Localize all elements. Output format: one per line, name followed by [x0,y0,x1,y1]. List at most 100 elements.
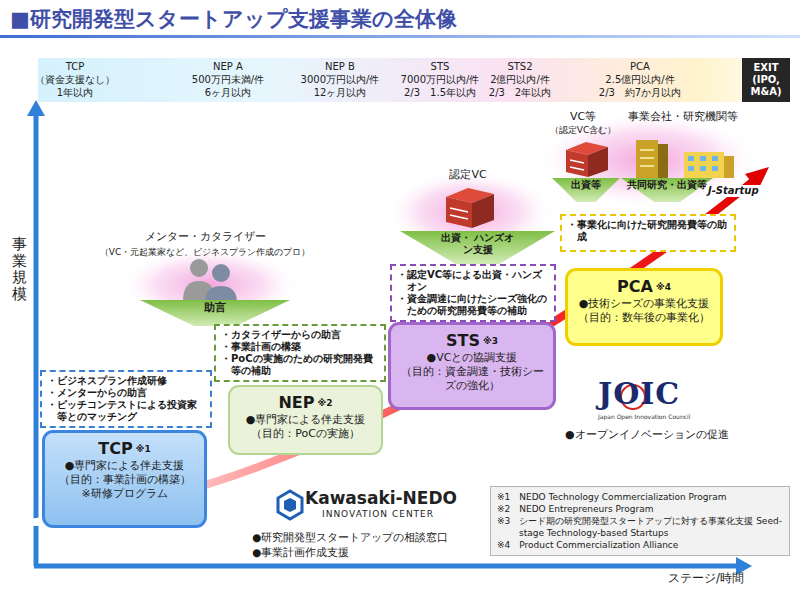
bullet-item: ・事業化に向けた研究開発費等の助成 [567,219,729,243]
box-body: ※研修プログラム [51,487,198,501]
stage-label: 2/3 1.5年以内 [404,87,476,99]
support-list-box: ・ビジネスプラン作成研修・メンターからの助言・ピッチコンテストによる投資家等との… [40,370,212,428]
support-list-box: ・認定VC等による出資・ハンズオン・資金調達に向けたシーズ強化のための研究開発費… [390,264,556,322]
diagram-label: 事業会社・研究機関等 [628,110,738,124]
building-icon [566,142,608,177]
box-heading: PCA [617,277,653,296]
diagram-label: INNOVATION CENTER [322,509,434,520]
box-heading-line: STS※3 [397,331,547,351]
box-body: （目的：事業計画の構築） [51,473,198,487]
flow-funnel: 出資等 [552,178,620,202]
diagram-label: Kawasaki-NEDO [305,488,457,508]
funnel-label: 助言 [140,301,290,314]
bullet-item: ・ビジネスプラン作成研修 [47,375,205,387]
person-icon [183,259,237,303]
diagram-label: （認定VC含む） [550,124,616,136]
box-body: ●VCとの協調支援 [397,351,547,365]
diagram-label: 事業規模 [12,236,27,302]
box-body: ●専門家による伴走支援 [236,413,375,427]
box-body: （目的：数年後の事業化） [574,311,714,325]
box-body: （目的：PoCの実施） [236,427,375,441]
footnote-ref: ※1 [136,444,151,454]
stage-label: 6ヶ月以内 [205,87,251,99]
diagram-label: ●事業計画作成支援 [252,545,349,559]
diagram-label: JOIC [598,377,680,411]
page-title: ■研究開発型スタートアップ支援事業の全体像 [10,5,457,33]
support-list-box: ・カタライザーからの助言・事業計画の構築・PoCの実施のための研究開発費等の補助 [214,324,386,382]
lab-icon [684,152,734,178]
diagram-label: メンター・カタライザー [145,230,266,244]
stage-band: TCP（資金支援なし）1年以内 NEP A500万円未満/件6ヶ月以内 NEP B3… [38,58,793,102]
footnote-line: ※3 シード期の研究開発型スタートアップに対する事業化支援 Seed-stage… [497,515,783,539]
box-heading: NEP [278,393,314,412]
diagram-label: VC等 [570,110,596,124]
stage-label: STS2 [507,61,532,73]
stage-label: TCP [66,61,85,73]
diagram-label: Japan Open Innovation Council [598,413,690,421]
building-icon [446,188,494,228]
bullet-item: ・ピッチコンテストによる投資家等とのマッチング [47,399,205,423]
program-box: STS※3●VCとの協調支援（目的：資金調達・技術シーズの強化） [388,322,556,410]
box-heading-line: PCA※4 [574,277,714,297]
diagram-label: ●オープンイノベーションの促進 [565,428,729,442]
exit-label: M&A) [742,86,790,98]
stage-label: 2.5億円以内/件 [605,74,674,86]
flow-funnel: 共同研究・出資等 [621,178,713,202]
box-body: ●専門家による伴走支援 [51,459,198,473]
box-heading: TCP [98,439,132,458]
diagram-label: J-Startup [706,185,761,197]
flow-funnel: 出資・ ハンズオン支援 [400,231,555,264]
bullet-item: ・事業計画の構築 [221,341,379,353]
stage-label: 3000万円以内/件 [301,74,380,86]
bullet-item: ・認定VC等による出資・ハンズオン [397,269,549,293]
program-box: PCA※4●技術シーズの事業化支援（目的：数年後の事業化） [565,268,723,346]
exit-label: (IPO, [742,74,790,86]
stage-label: 500万円未満/件 [192,74,264,86]
tower-icon [636,140,668,178]
stage-label: STS [431,61,450,73]
diagram-label: ステージ/時間 [668,571,744,586]
box-heading-line: TCP ※1 [51,439,198,459]
box-heading: STS [446,331,480,350]
stage-label: 1年以内 [57,87,93,99]
support-list-box: ・事業化に向けた研究開発費等の助成 [560,214,736,252]
glow [120,247,300,323]
stage-label: NEP B [325,61,355,73]
footnote-ref: ※4 [656,282,671,292]
exit-label: EXIT [742,62,790,74]
diagram-label: ●研究開発型スタートアップの相談窓口 [252,530,448,544]
stage-label: 2億円以内/件 [490,74,550,86]
footnote-ref: ※2 [318,398,333,408]
exit-box: EXIT(IPO,M&A) [742,58,790,102]
stage-label: 2/3 2年以内 [489,87,551,99]
logo-mark [278,491,302,519]
glow [536,112,760,208]
bullet-item: ・メンターからの助言 [47,387,205,399]
bullet-item: ・資金調達に向けたシーズ強化のための研究開発費等の補助 [397,293,549,317]
diagram-label: （VC・元起業家など、ビジネスプラン作成のプロ） [100,246,310,258]
flow-funnel: 助言 [140,300,290,326]
bullet-item: ・PoCの実施のための研究開発費等の補助 [221,353,379,377]
box-heading-line: NEP ※2 [236,393,375,413]
diagram-label: 認定VC [449,168,486,182]
footnote-line: ※2 NEDO Entrepreneurs Program [497,503,783,515]
bullet-item: ・カタライザーからの助言 [221,329,379,341]
footnote-line: ※4 Product Commercialization Alliance [497,539,783,551]
funnel-label: 出資等 [552,179,620,191]
box-body: ●技術シーズの事業化支援 [574,297,714,311]
stage-label: 7000万円以内/件 [401,74,480,86]
program-box: TCP ※1 ●専門家による伴走支援（目的：事業計画の構築）※研修プログラム [42,430,207,528]
funnel-label: 出資・ ハンズオン支援 [438,232,518,256]
footnote-box: ※1 NEDO Technology Commercialization Pro… [490,486,790,556]
growth-arrow [36,167,769,522]
funnel-label: 共同研究・出資等 [621,179,713,191]
stage-label: 2/3 約7か月以内 [599,87,681,99]
box-body: （目的：資金調達・技術シーズの強化） [397,365,547,393]
title-underline [0,35,800,38]
program-box: NEP ※2 ●専門家による伴走支援（目的：PoCの実施） [228,385,383,455]
stage-label: NEP A [213,61,243,73]
stage-label: 12ヶ月以内 [314,87,367,99]
footnote-ref: ※3 [483,336,498,346]
stage-label: （資金支援なし） [35,74,115,86]
